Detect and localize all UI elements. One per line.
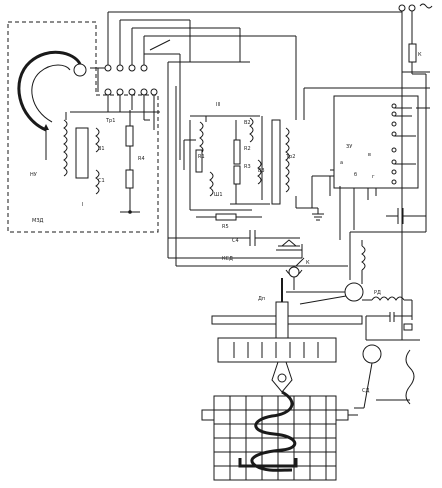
block-i-label: I xyxy=(82,202,83,208)
pressure-switch-k: К xyxy=(285,257,310,290)
capacitor-c4: С4 xyxy=(168,230,300,246)
zu-terminal-a: а xyxy=(340,160,343,166)
top-bus-wiring xyxy=(65,11,402,160)
v3-label: В3 xyxy=(258,168,265,174)
fuse-label: К xyxy=(418,52,422,58)
power-supply-rails: К xyxy=(349,3,433,340)
terminal-row-bottom xyxy=(104,88,158,96)
transformer-tr1: Тр1 В1 С1 xyxy=(63,118,115,195)
s1-label: С1 xyxy=(98,178,105,184)
tr1-label: Тр1 xyxy=(105,118,115,124)
r3-label: R3 xyxy=(244,164,251,170)
ksd-label: КСД xyxy=(222,256,233,262)
r5-label: R5 xyxy=(222,224,229,230)
dp-label: Дп xyxy=(258,296,265,302)
coil-rd: РД xyxy=(361,240,420,341)
mzd-label: МЗД xyxy=(32,218,44,224)
level-sensor-sd: СД xyxy=(354,344,415,409)
lower-bus-wiring xyxy=(167,62,348,267)
zu-terminal-g: г xyxy=(372,174,375,180)
r1-label: R1 xyxy=(198,154,205,160)
magnet-core: НУ xyxy=(17,50,87,178)
zu-label: ЗУ xyxy=(346,144,352,150)
ground-symbol xyxy=(312,208,324,221)
k-label: К xyxy=(306,260,310,266)
motor-dp: Дп xyxy=(258,282,364,305)
ground-symbol-2 xyxy=(276,239,302,251)
zu-block: ЗУ а б в г xyxy=(303,87,430,240)
r2-label: R2 xyxy=(244,146,251,152)
zu-terminal-v: в xyxy=(368,152,371,158)
tr2-label: Тр2 xyxy=(285,154,295,160)
block-iii: III R1 Ш1 В2 R2 R3 В3 Тр2 xyxy=(183,102,318,211)
zu-terminal-b: б xyxy=(354,172,357,178)
coil-serpentine xyxy=(238,390,298,472)
sh1-label: Ш1 xyxy=(214,192,223,198)
r4-label: R4 xyxy=(138,156,145,162)
pump-shaft-assembly xyxy=(211,278,363,393)
v1-label: В1 xyxy=(98,146,105,152)
resistor-r5: R5 xyxy=(196,213,262,230)
sd-label: СД xyxy=(362,388,369,394)
nu-label: НУ xyxy=(30,172,37,178)
v2-label: В2 xyxy=(244,120,251,126)
resistor-r4: R4 xyxy=(120,110,145,214)
c4-label: С4 xyxy=(232,238,239,244)
mzd-enclosure: МЗД I xyxy=(7,21,159,233)
block-iii-label: III xyxy=(216,102,220,108)
terminal-row-top xyxy=(104,64,148,72)
rd-label: РД xyxy=(374,290,381,296)
